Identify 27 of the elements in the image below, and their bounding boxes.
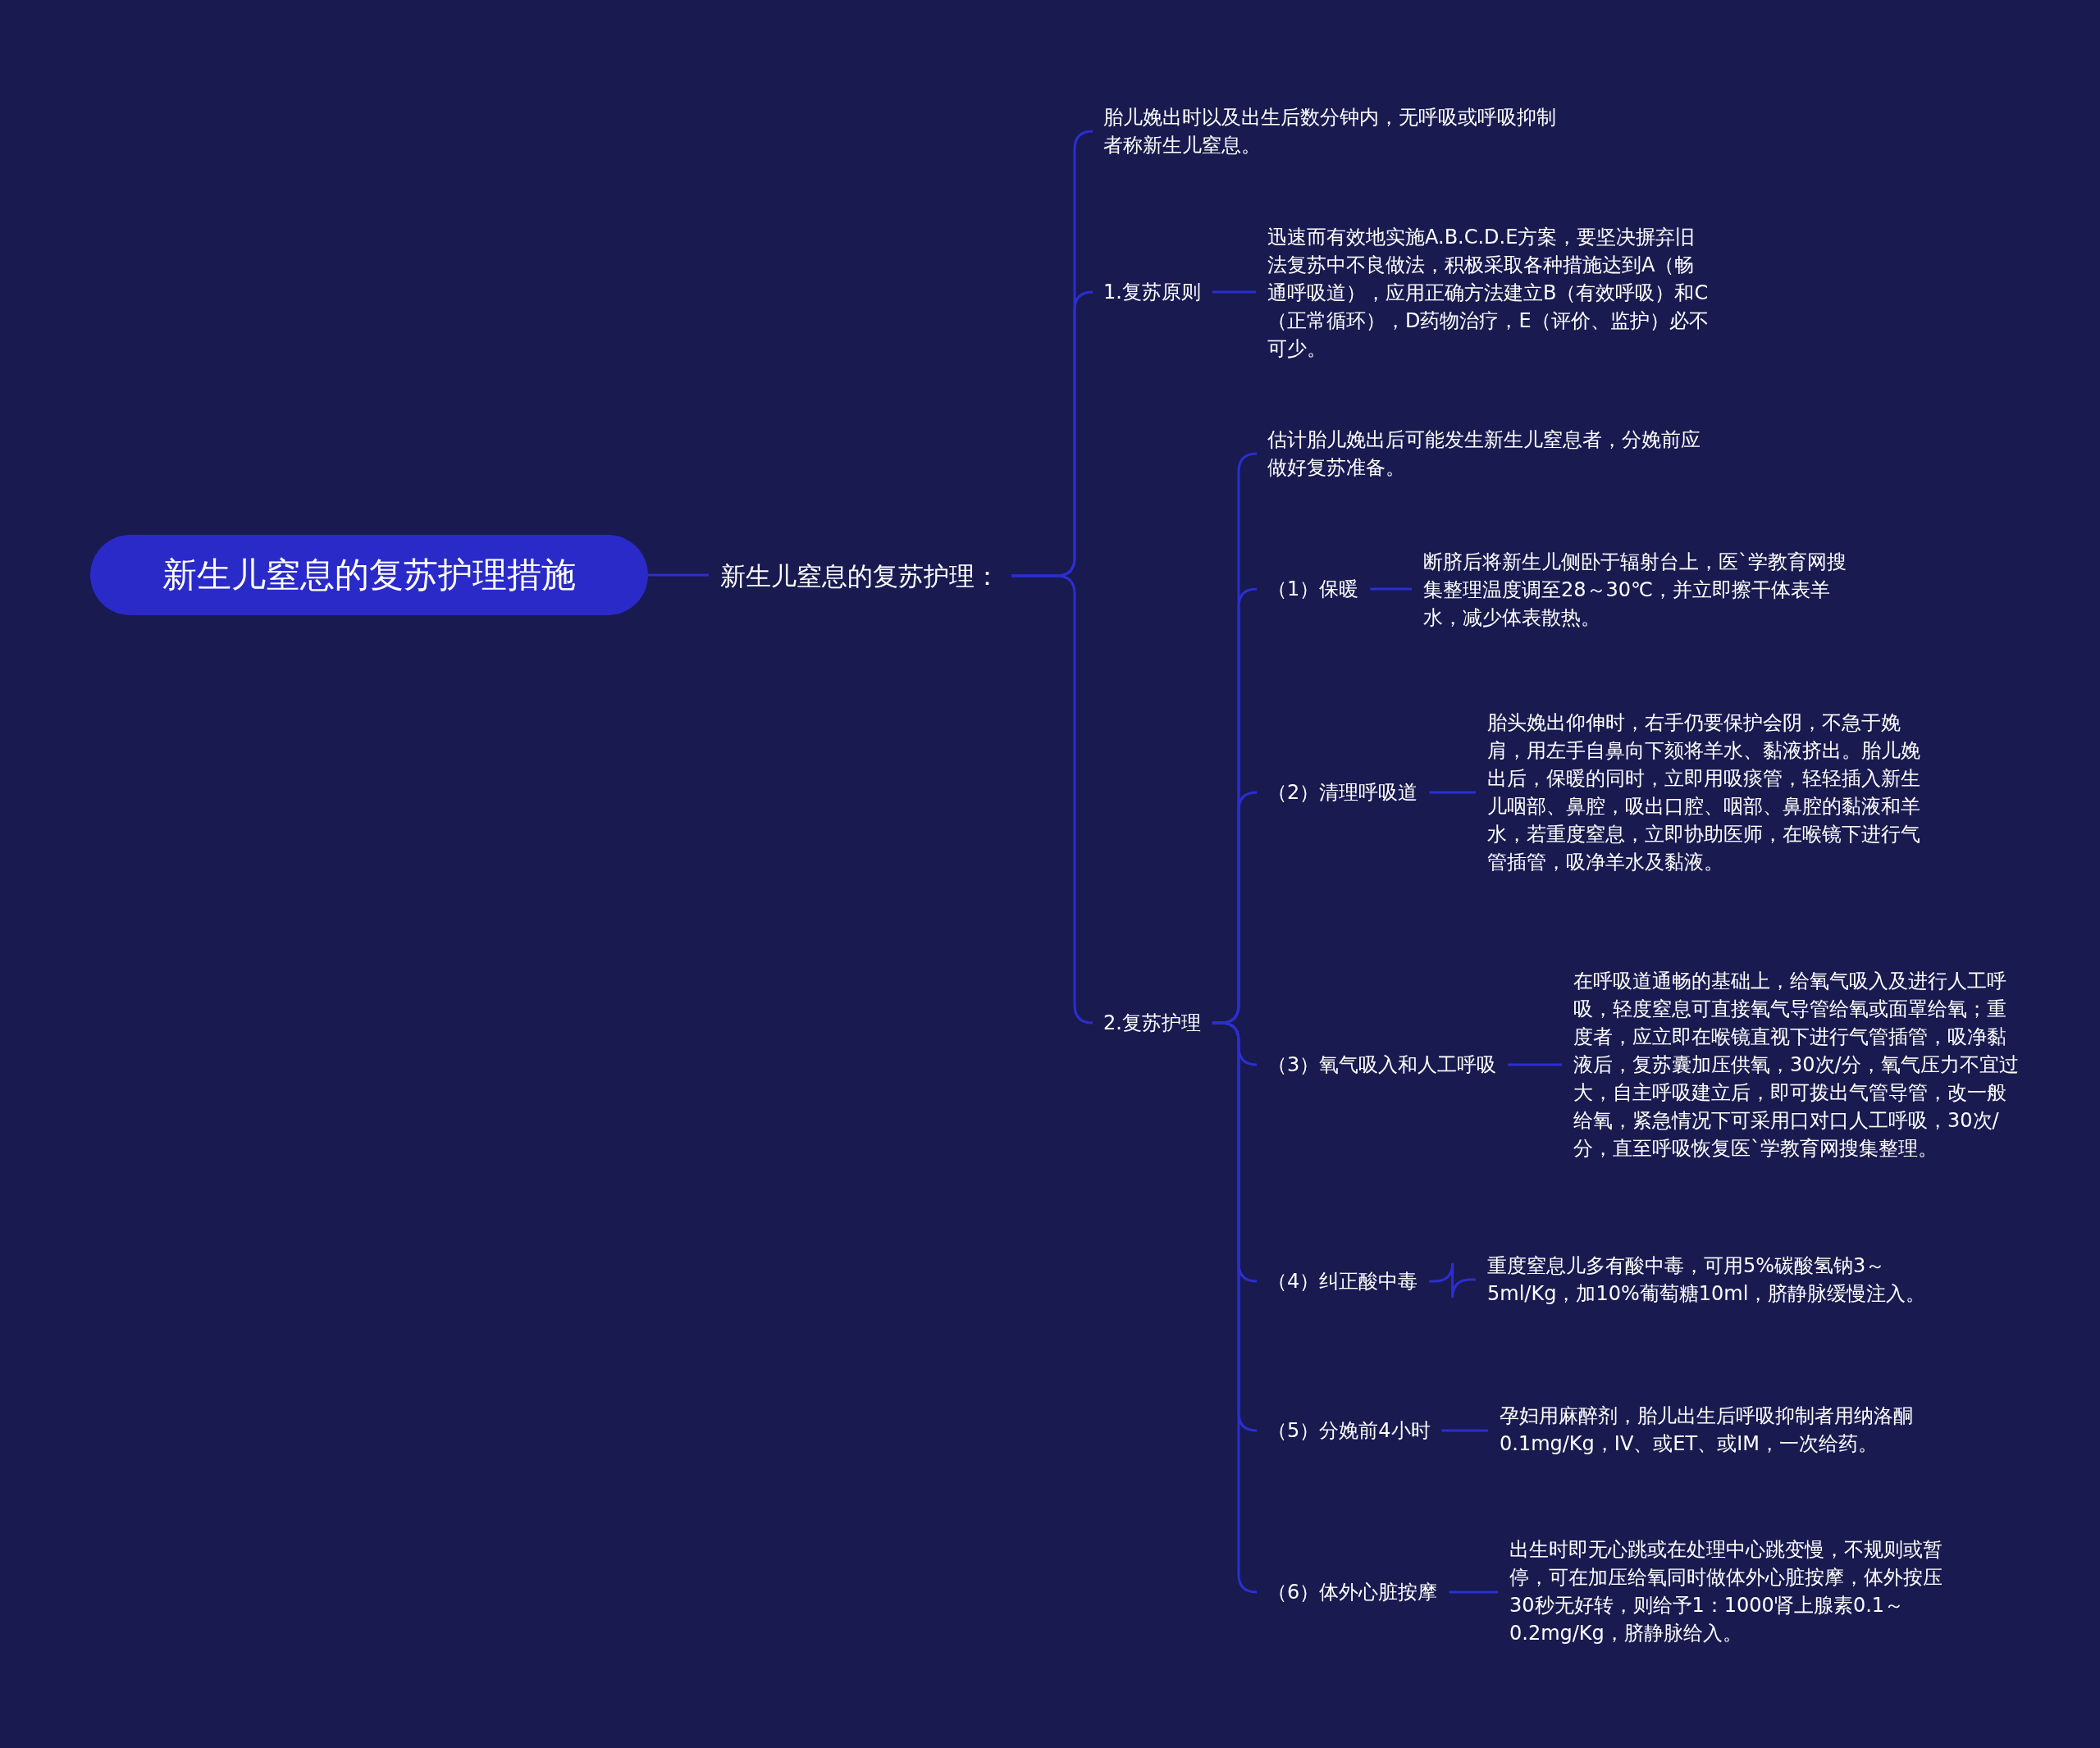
branch-label: 1.复苏原则 bbox=[1103, 278, 1201, 306]
branch-label: （1）保暖 bbox=[1267, 575, 1359, 603]
topic-pill: 新生儿窒息的复苏护理措施 bbox=[90, 535, 648, 615]
note-text: 断脐后将新生儿侧卧于辐射台上，医`学教育网搜集整理温度调至28～30℃，并立即擦干体表羊水，减少体表散热。 bbox=[1423, 548, 1850, 632]
connector-line bbox=[1212, 290, 1256, 294]
note-text: 孕妇用麻醉剂，胎儿出生后呼吸抑制者用纳洛酮0.1mg/Kg，IV、或ET、或IM，一次给药。 bbox=[1500, 1402, 1947, 1458]
connector-line bbox=[1429, 1262, 1476, 1299]
note-text: 出生时即无心跳或在处理中心跳变慢，不规则或暂停，可在加压给氧同时做体外心脏按摩，体外按压30秒无好转，则给予1：1000肾上腺素0.1～0.2mg/Kg，脐静脉给入。 bbox=[1509, 1536, 1956, 1647]
note-text: 在呼吸道通畅的基础上，给氧气吸入及进行人工呼吸，轻度窒息可直接氧气导管给氧或面罩给氧；重度者，应立即在喉镜直视下进行气管插管，吸净黏液后，复苏囊加压供氧，30次/分，氧气压力不宜过大，自主呼吸建立后，即可拨出气管导管，改一般给氧，紧急情况下可采用口对口人工呼吸，30次/分，直至呼吸恢复医`学教育网搜集整理。 bbox=[1573, 967, 2020, 1162]
connector-line bbox=[1429, 791, 1476, 794]
note-text: 胎儿娩出时以及出生后数分钟内，无呼吸或呼吸抑制者称新生儿窒息。 bbox=[1103, 103, 1563, 159]
connector-line bbox=[1508, 1063, 1562, 1066]
branch-label: 估计胎儿娩出后可能发生新生儿窒息者，分娩前应做好复苏准备。 bbox=[1267, 426, 1710, 481]
branch-label: （5）分娩前4小时 bbox=[1267, 1417, 1431, 1444]
connector-line bbox=[648, 573, 709, 577]
note-text: 胎头娩出仰伸时，右手仍要保护会阴，不急于娩肩，用左手自鼻向下颏将羊水、黏液挤出。胎儿娩出后，保暖的同时，立即用吸痰管，轻轻插入新生儿咽部、鼻腔，吸出口腔、咽部、鼻腔的黏液和羊水，若重度窒息，立即协助医师，在喉镜下进行气管插管，吸净羊水及黏液。 bbox=[1487, 709, 1930, 876]
connector-line bbox=[1449, 1591, 1498, 1594]
branch-label: 新生儿窒息的复苏护理： bbox=[720, 559, 1000, 592]
branch-label: （3）氧气吸入和人工呼吸 bbox=[1267, 1051, 1497, 1079]
branch-label: （2）清理呼吸道 bbox=[1267, 778, 1418, 806]
note-text: 重度窒息儿多有酸中毒，可用5%碳酸氢钠3～5ml/Kg，加10%葡萄糖10ml，脐静脉缓慢注入。 bbox=[1487, 1252, 1930, 1308]
branch-label: 2.复苏护理 bbox=[1103, 1009, 1201, 1037]
branch-label: （4）纠正酸中毒 bbox=[1267, 1267, 1418, 1295]
connector-line bbox=[1370, 587, 1412, 591]
connector-line bbox=[1441, 1429, 1488, 1432]
note-text: 迅速而有效地实施A.B.C.D.E方案，要坚决摒弃旧法复苏中不良做法，积极采取各种措施达到A（畅通呼吸道），应用正确方法建立B（有效呼吸）和C（正常循环），D药物治疗，E（评价、监护）必不可少。 bbox=[1267, 223, 1710, 363]
branch-label: （6）体外心脏按摩 bbox=[1267, 1578, 1438, 1606]
